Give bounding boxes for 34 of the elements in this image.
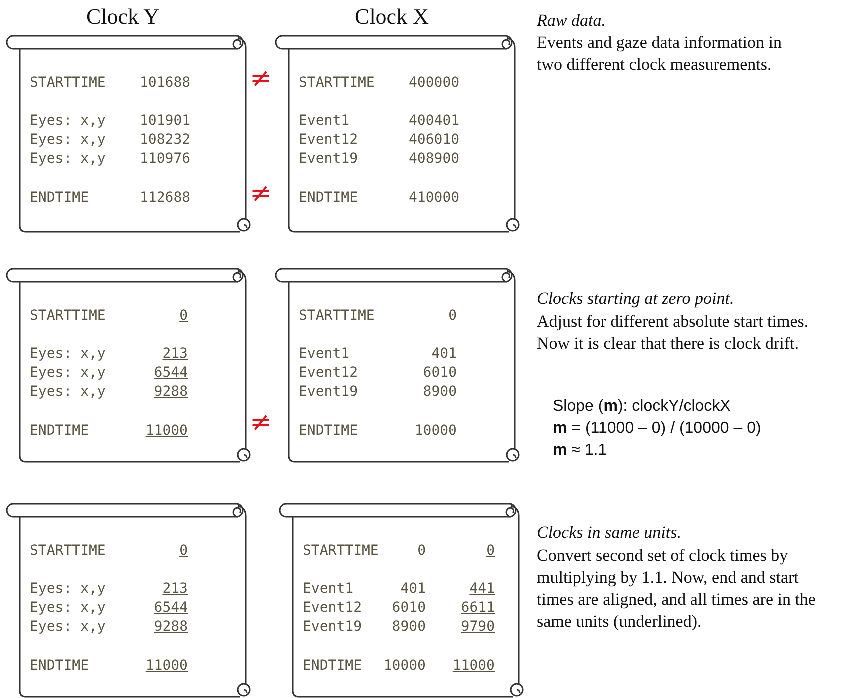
row-label: Eyes: x,y	[30, 131, 106, 149]
row-label: ENDTIME	[299, 189, 358, 207]
row-label: Eyes: x,y	[30, 112, 106, 130]
row-label: Eyes: x,y	[30, 150, 106, 168]
column-heading: Clock X	[354, 4, 430, 30]
not-equal-sign: ≠	[250, 66, 272, 92]
caption-heading: Clocks starting at zero point.	[537, 288, 736, 310]
row-label: STARTTIME	[30, 74, 106, 92]
row-label: Event19	[299, 150, 358, 168]
caption-heading: Clocks in same units.	[537, 522, 682, 544]
row-label: STARTTIME	[299, 74, 375, 92]
time-value: 110976	[140, 150, 191, 168]
formula-text: Slope (m): clockY/clockX	[553, 397, 731, 417]
caption-text: Events and gaze data information in two different clock measurements.	[537, 32, 783, 76]
not-equal-sign: ≠	[250, 410, 272, 436]
row-label: Event12	[299, 131, 358, 149]
time-value: 400000	[409, 74, 460, 92]
time-value: 101901	[140, 112, 191, 130]
row-label: Event1	[299, 112, 350, 130]
row-label: ENDTIME	[30, 189, 90, 207]
formula-text: m ≈ 1.1	[553, 441, 608, 461]
not-equal-sign: ≠	[250, 181, 272, 207]
time-value: 400401	[409, 112, 460, 130]
time-value: 410000	[409, 189, 460, 207]
caption-heading: Raw data.	[537, 10, 607, 32]
time-value: 108232	[140, 131, 191, 149]
time-value: 112688	[140, 189, 191, 207]
time-value: 408900	[409, 150, 460, 168]
column-heading: Clock Y	[85, 4, 161, 30]
caption-text: Adjust for different absolute start times. Now it is clear that there is clock drift.	[537, 311, 810, 355]
time-value: 406010	[409, 131, 460, 149]
time-value: 101688	[140, 74, 191, 92]
formula-text: m = (11000 – 0) / (10000 – 0)	[553, 419, 762, 439]
caption-text: Convert second set of clock times by multiplying by 1.1. Now, end and start times are aligned, and all times are in the same units (underlined).	[537, 545, 817, 633]
